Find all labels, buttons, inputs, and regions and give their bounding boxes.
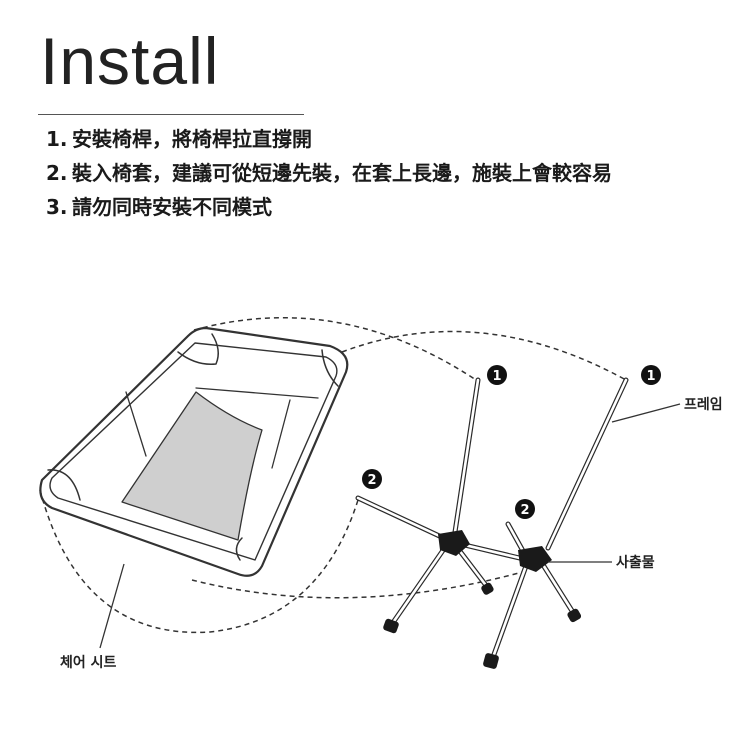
guide-line-seat-to-hub <box>191 569 531 599</box>
guide-line-seat-to-left-pole <box>193 317 477 381</box>
guide-line-seat-bottom <box>39 489 359 634</box>
step-text: 裝入椅套，建議可從短邊先裝，在套上長邊，施裝上會較容易 <box>72 161 612 185</box>
hub-left <box>438 530 470 556</box>
instruction-list: 1. 安裝椅桿，將椅桿拉直撐開 2. 裝入椅套，建議可從短邊先裝，在套上長邊，施… <box>46 122 736 224</box>
step-number: 1. <box>46 127 68 151</box>
step-item: 2. 裝入椅套，建議可從短邊先裝，在套上長邊，施裝上會較容易 <box>46 156 736 190</box>
leg-feet <box>383 582 582 669</box>
number-badge: 2 <box>362 469 382 489</box>
legs <box>389 543 577 663</box>
step-text: 安裝椅桿，將椅桿拉直撐開 <box>72 127 312 151</box>
seat-inner-outline <box>49 342 338 561</box>
chair-seat <box>39 326 349 577</box>
guide-lines <box>39 317 627 634</box>
guide-line-seat-to-right-pole <box>341 330 627 381</box>
number-badge: 2 <box>515 499 535 519</box>
step-item: 1. 安裝椅桿，將椅桿拉直撐開 <box>46 122 736 156</box>
leader-seat <box>99 563 125 649</box>
svg-text:2: 2 <box>367 473 376 488</box>
seat-seam-right <box>271 399 291 469</box>
leader-frame <box>611 403 681 423</box>
page-title: Install <box>40 24 220 98</box>
seat-seam-horizontal <box>195 387 319 399</box>
corner-pocket-bottom-right <box>235 537 243 561</box>
label-hub: 사출물 <box>616 554 655 571</box>
svg-text:1: 1 <box>646 369 655 384</box>
svg-text:2: 2 <box>520 503 529 518</box>
step-number: 2. <box>46 161 68 185</box>
corner-pocket-bottom-left <box>47 469 81 501</box>
number-badge: 1 <box>487 365 507 385</box>
svg-text:1: 1 <box>492 369 501 384</box>
title-underline <box>38 114 304 115</box>
step-item: 3. 請勿同時安裝不同模式 <box>46 190 736 224</box>
chair-frame <box>355 377 629 669</box>
number-badge: 1 <box>641 365 661 385</box>
step-text: 請勿同時安裝不同模式 <box>72 195 272 219</box>
pole-left <box>452 377 481 535</box>
pole-left-2 <box>355 495 451 543</box>
seat-seam-left <box>125 391 147 457</box>
leader-lines <box>99 403 681 649</box>
label-frame: 프레임 <box>684 397 723 413</box>
pole-right <box>545 377 629 551</box>
seat-mesh-panel <box>121 391 263 541</box>
step-number: 3. <box>46 195 68 219</box>
label-seat: 체어 시트 <box>60 654 117 671</box>
corner-pocket-top-right <box>321 349 339 387</box>
corner-pocket-top-left <box>177 333 219 365</box>
hub-right <box>518 546 552 572</box>
